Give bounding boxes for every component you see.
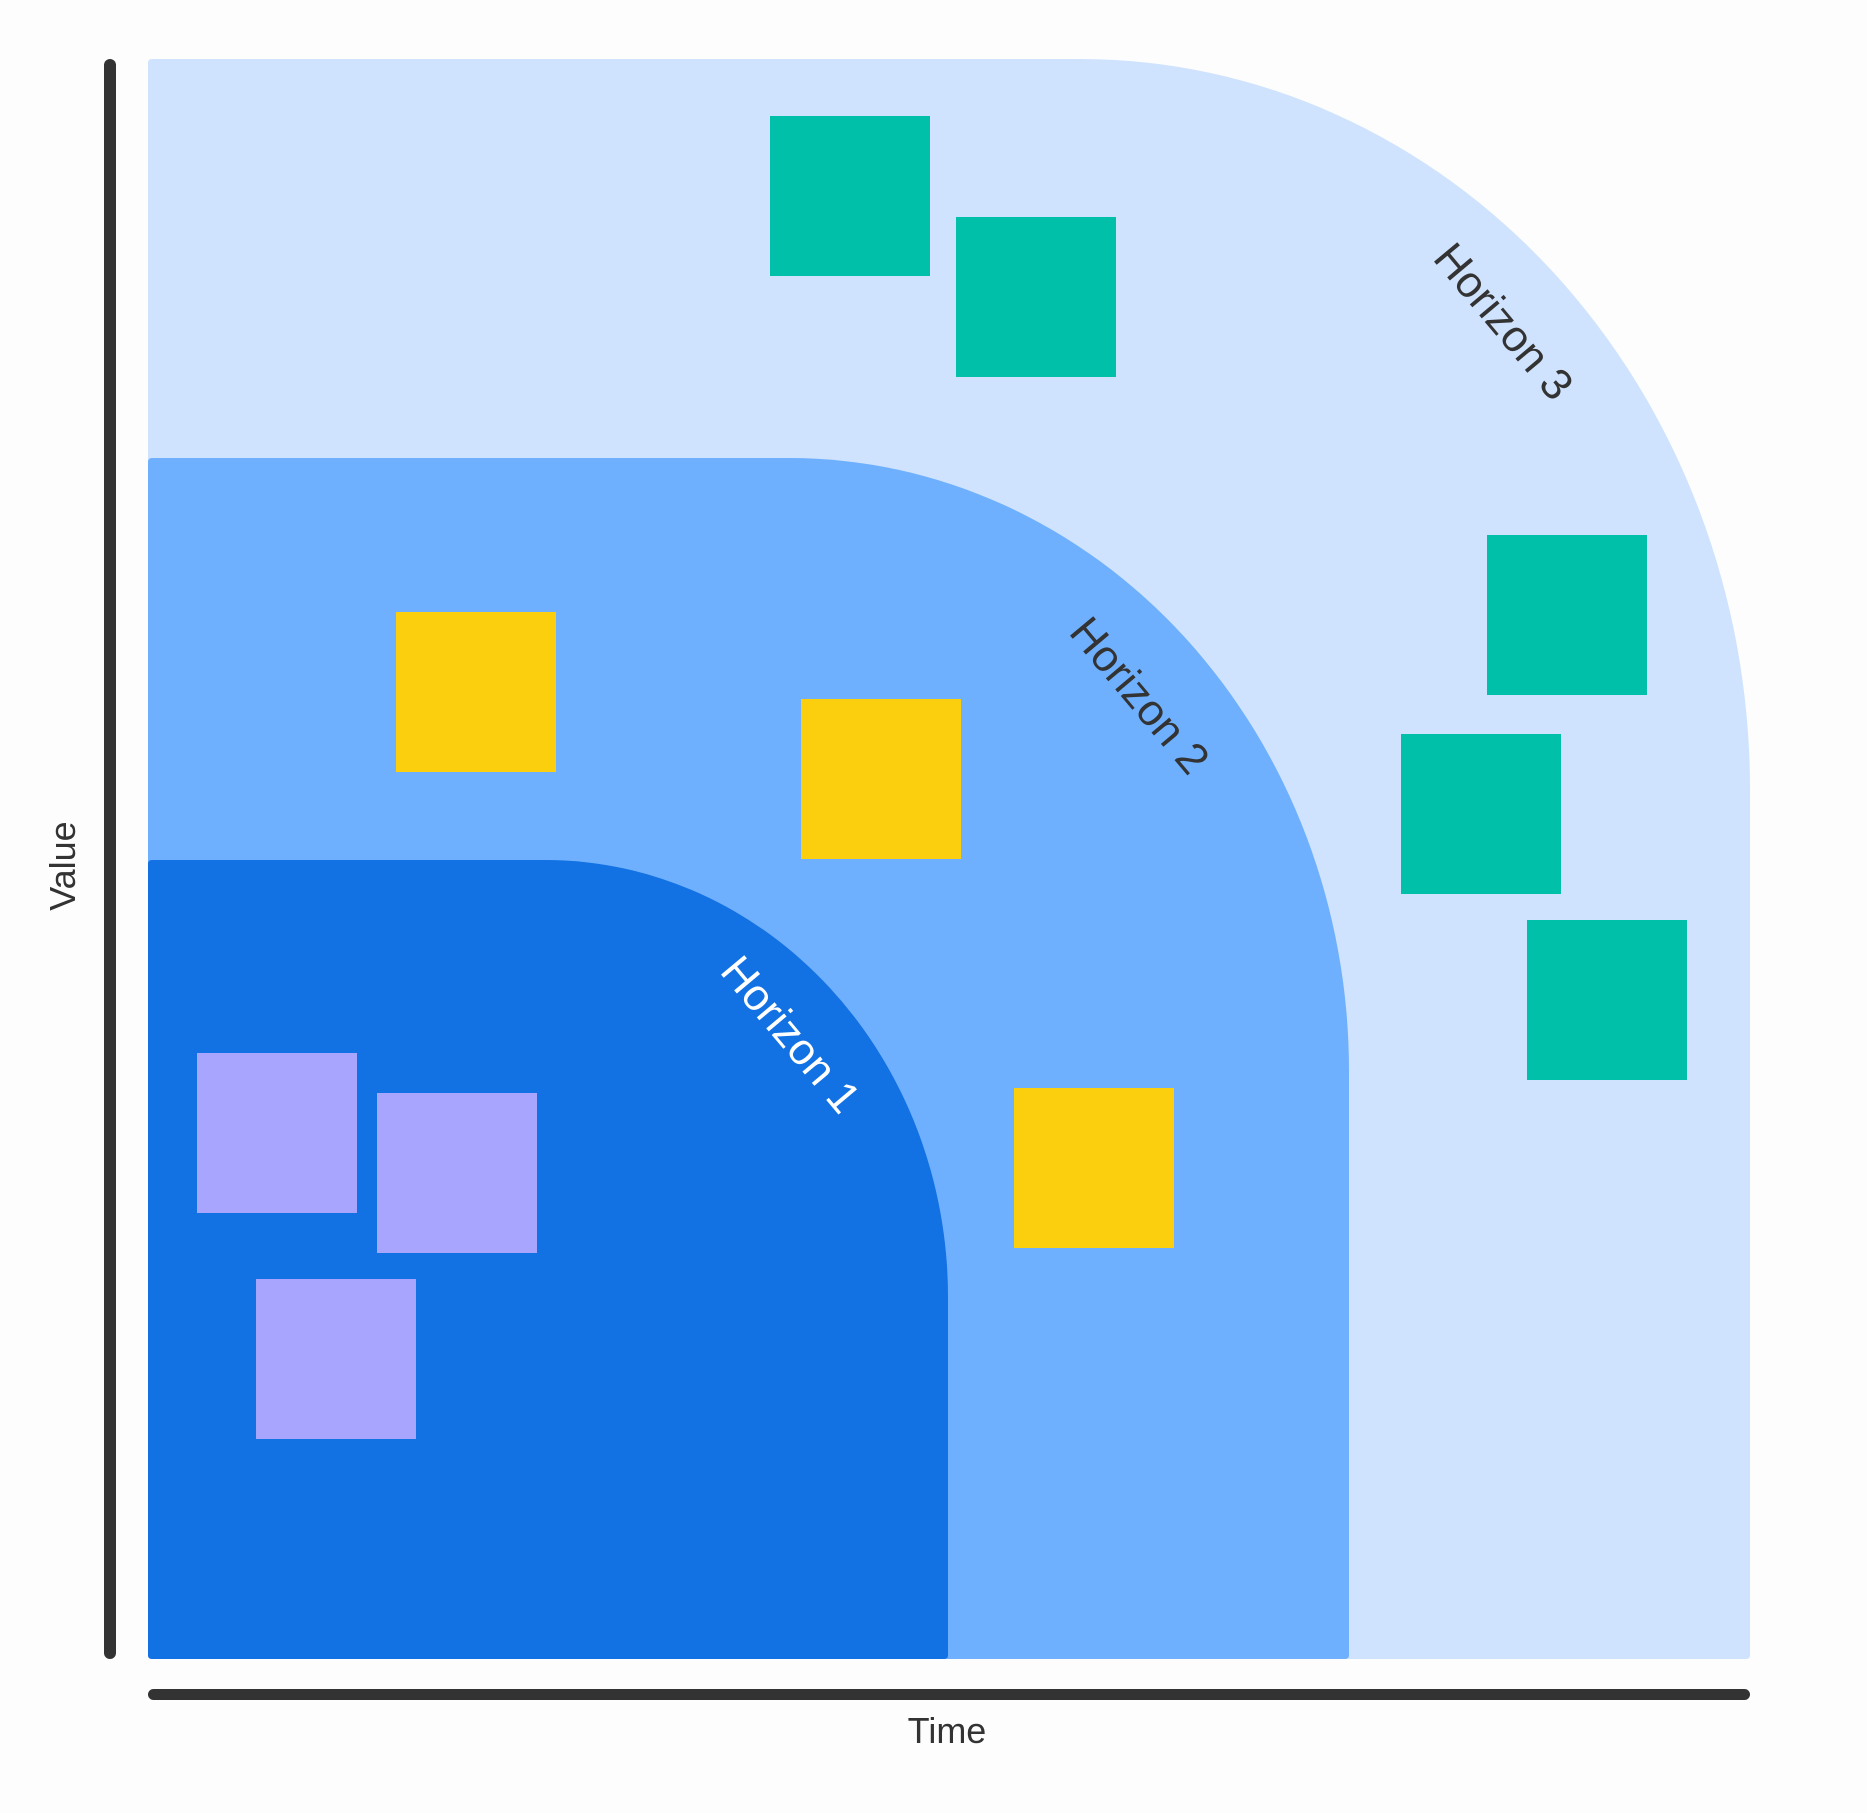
sticky-note[interactable] [256,1279,416,1439]
sticky-note[interactable] [1014,1088,1174,1248]
sticky-note[interactable] [770,116,930,276]
x-axis-line [148,1689,1750,1700]
sticky-note[interactable] [1527,920,1687,1080]
sticky-note[interactable] [377,1093,537,1253]
sticky-note[interactable] [801,699,961,859]
sticky-note[interactable] [1487,535,1647,695]
x-axis-label: Time [907,1710,987,1751]
sticky-note[interactable] [197,1053,357,1213]
y-axis-label: Value [42,821,83,911]
sticky-note[interactable] [956,217,1116,377]
sticky-note[interactable] [1401,734,1561,894]
y-axis-line [104,59,116,1659]
sticky-note[interactable] [396,612,556,772]
